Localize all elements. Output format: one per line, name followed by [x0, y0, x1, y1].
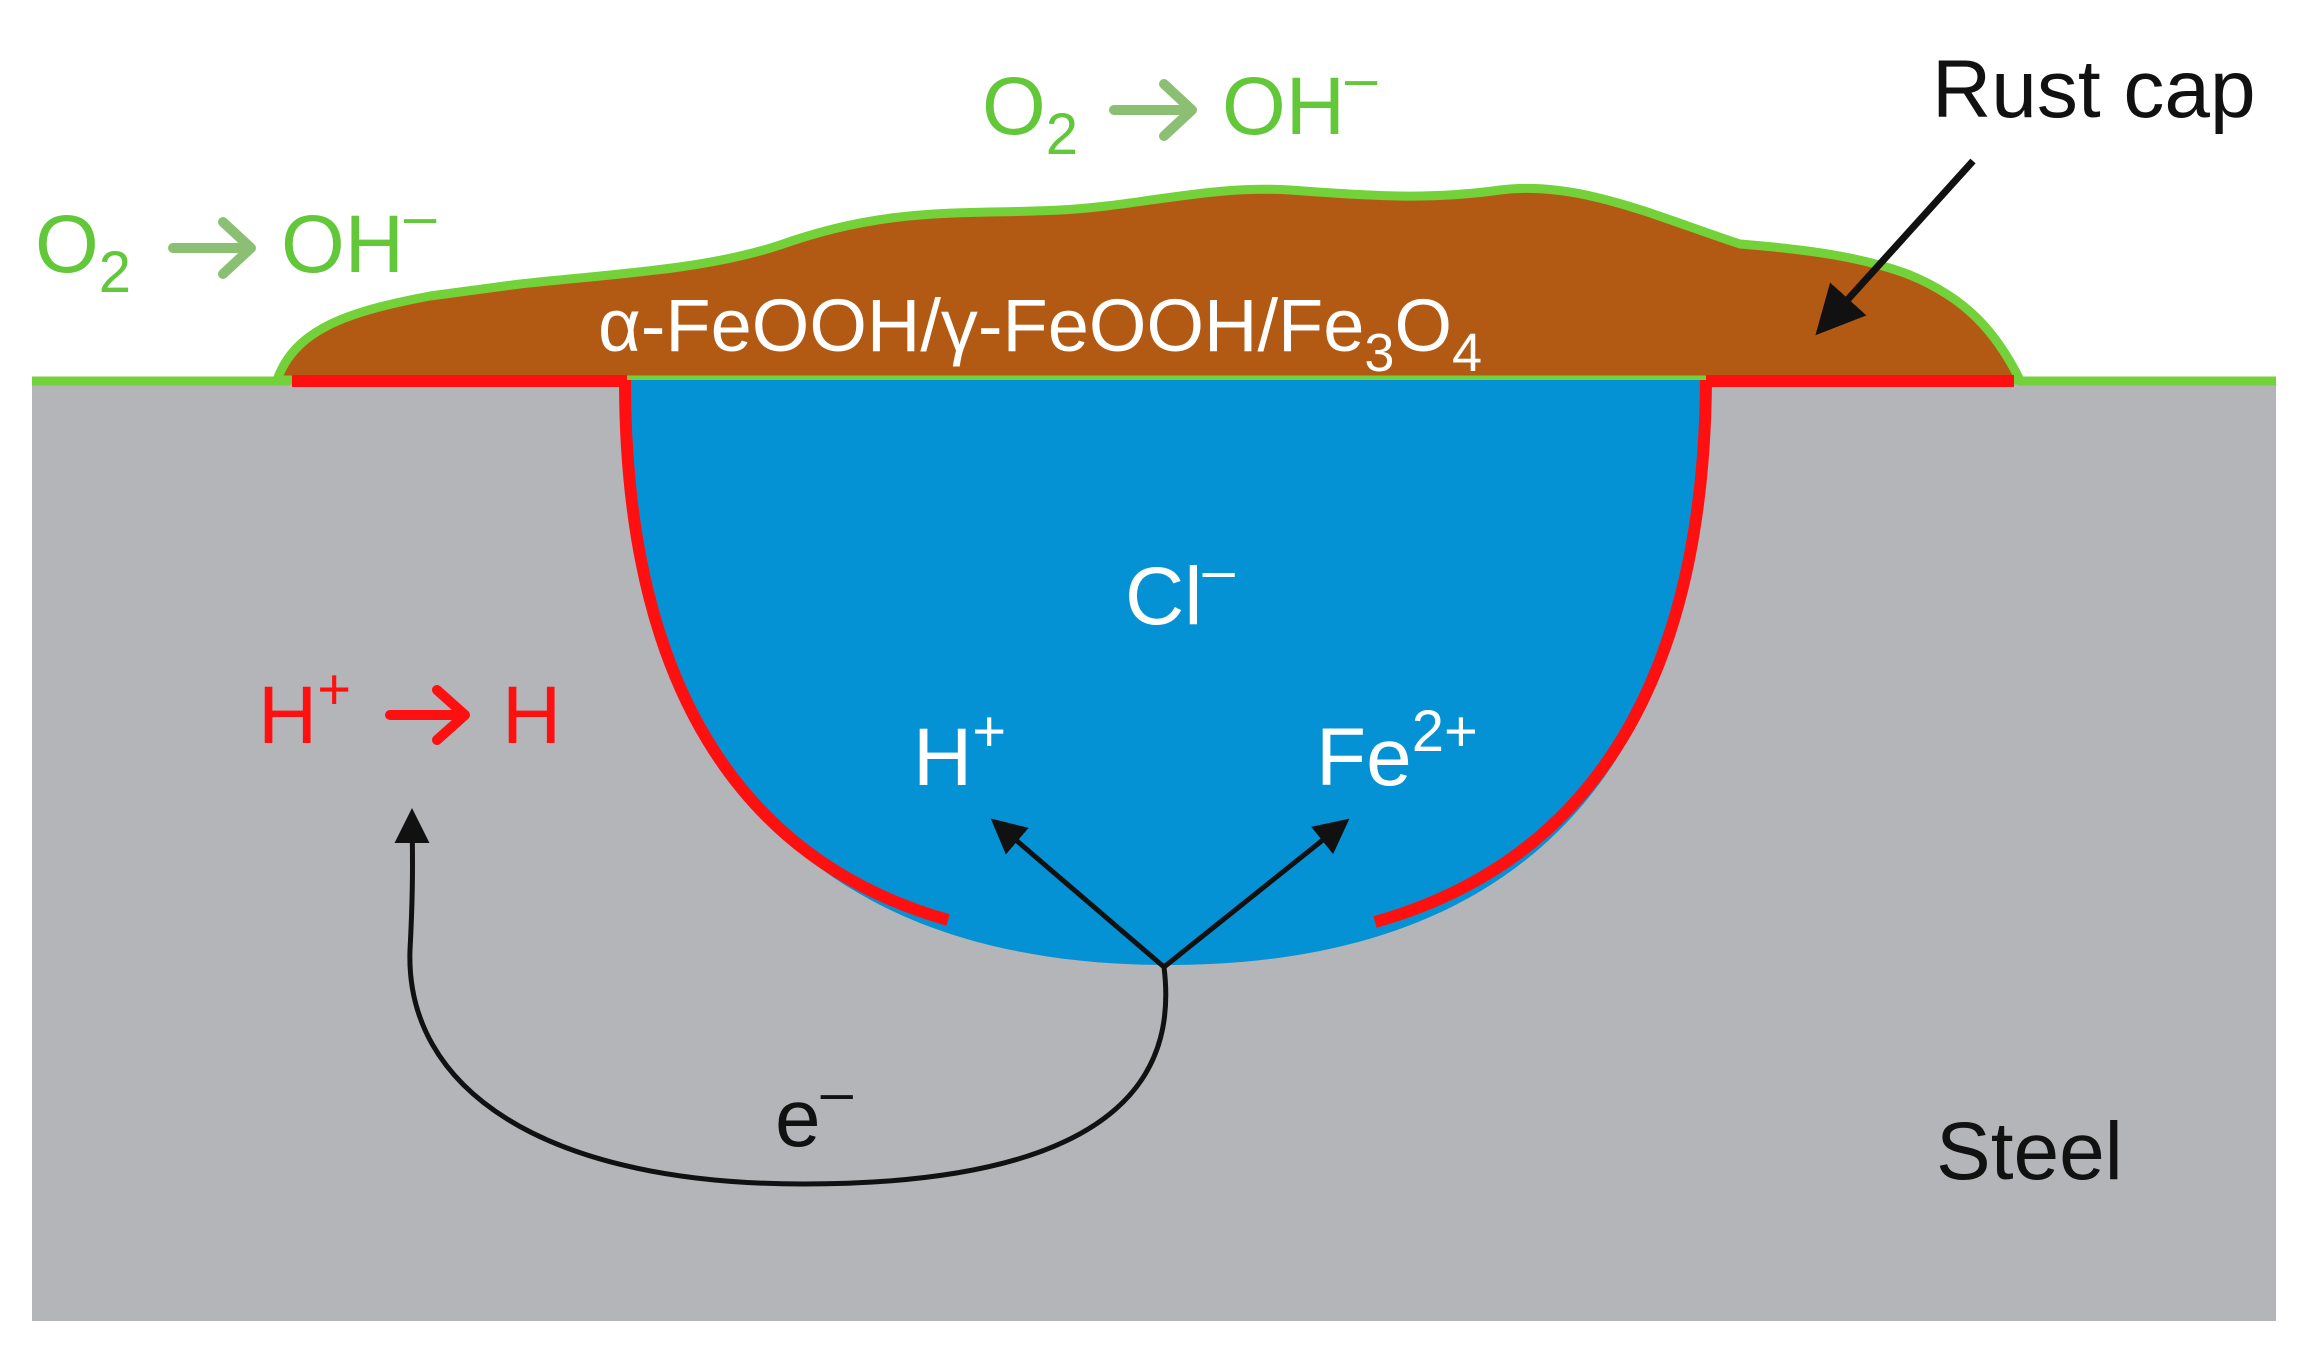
ferrous-charge: 2+: [1412, 699, 1478, 764]
corrosion-pit-solution: [625, 380, 1707, 965]
rust-cap: [272, 183, 2025, 385]
rust-composition-subscript-4: 4: [1452, 323, 1482, 383]
hydrogen-ion-symbol: H: [258, 670, 317, 761]
left-hydroxide-symbol: OH: [281, 199, 404, 290]
ferrous-ion-release-arrow: [1162, 818, 1350, 969]
hydrogen-ion-charge: +: [317, 657, 351, 722]
top-oxygen-arrow: [1109, 79, 1197, 141]
electron-label: e–: [775, 1060, 854, 1164]
left-hydroxide-charge: –: [404, 184, 437, 249]
top-oxygen-symbol: O: [982, 61, 1046, 152]
left-oxygen-subscript: 2: [99, 240, 131, 305]
electron-flow-arrow: [394, 808, 1169, 1187]
left-oxygen-symbol: O: [35, 199, 99, 290]
ferrous-symbol: Fe: [1316, 712, 1412, 803]
proton-charge: +: [972, 699, 1006, 764]
rust-composition-subscript-3: 3: [1364, 323, 1394, 383]
top-hydroxide-symbol: OH: [1222, 61, 1345, 152]
rust-composition-label: α-FeOOH/γ-FeOOH/Fe3O4: [598, 284, 1482, 383]
left-oxygen-reduction-label: O2 OH–: [35, 184, 437, 305]
rust-cap-label: Rust cap: [1932, 44, 2256, 135]
proton-release-arrow: [990, 818, 1166, 969]
electron-charge: –: [821, 1060, 854, 1125]
hydrogen-atom-symbol: H: [502, 670, 561, 761]
hydrogen-reduction-label: H+H: [258, 657, 561, 761]
proton-label: H+: [913, 699, 1006, 803]
chloride-charge: –: [1202, 538, 1235, 603]
ferrous-ion-label: Fe2+: [1316, 699, 1478, 803]
left-oxygen-arrow: [168, 217, 256, 279]
rust-composition-oxygen: O: [1394, 284, 1452, 367]
top-oxygen-reduction-label: O2 OH–: [982, 46, 1378, 167]
top-hydroxide-charge: –: [1345, 46, 1378, 111]
rust-composition-main: α-FeOOH/γ-FeOOH/Fe: [598, 284, 1364, 367]
electron-symbol: e: [775, 1073, 821, 1164]
hydrogen-reduction-arrow: [385, 685, 470, 745]
top-oxygen-subscript: 2: [1046, 102, 1078, 167]
steel-label: Steel: [1936, 1106, 2123, 1197]
proton-symbol: H: [913, 712, 972, 803]
left-pit-wall: [619, 379, 950, 926]
chloride-symbol: Cl: [1125, 551, 1202, 642]
right-pit-wall: [1373, 379, 1712, 928]
rust-cap-pointer-arrow: [1815, 158, 1976, 336]
chloride-label: Cl–: [1125, 538, 1235, 642]
